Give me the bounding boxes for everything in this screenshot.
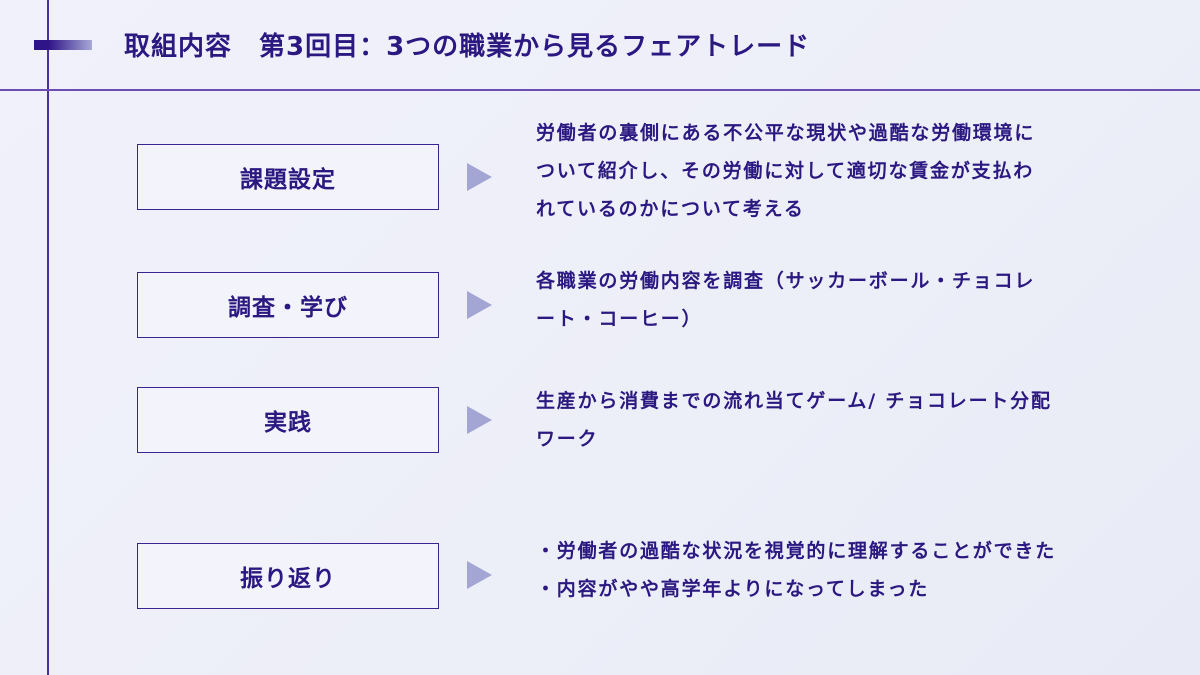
description-line: ・労働者の過酷な状況を視覚的に理解することができた <box>536 540 1057 562</box>
arrow-right-icon <box>467 291 492 319</box>
step-box-research: 調査・学び <box>137 272 439 338</box>
step-box-issue: 課題設定 <box>137 144 439 210</box>
description-line: ワーク <box>536 428 599 450</box>
arrow-right-icon <box>467 561 492 589</box>
description-line: ート・コーヒー） <box>536 308 703 330</box>
arrow-right-icon <box>467 406 492 434</box>
title-accent-bar <box>34 40 92 50</box>
description-line: れているのかについて考える <box>536 198 805 220</box>
page-title: 取組内容 第3回目：3つの職業から見るフェアトレード <box>124 32 811 62</box>
header-divider <box>0 89 1200 91</box>
description-line: 生産から消費までの流れ当てゲーム/ チョコレート分配 <box>536 390 1052 412</box>
vertical-divider <box>47 0 49 675</box>
step-description-reflection: ・労働者の過酷な状況を視覚的に理解することができた ・内容がやや高学年よりになっ… <box>536 532 1056 608</box>
description-line: 各職業の労働内容を調査（サッカーボール・チョコレ <box>536 270 1036 292</box>
description-line: ついて紹介し、その労働に対して適切な賃金が支払わ <box>536 160 1035 182</box>
step-description-practice: 生産から消費までの流れ当てゲーム/ チョコレート分配 ワーク <box>536 382 1052 458</box>
step-box-practice: 実践 <box>137 387 439 453</box>
arrow-right-icon <box>467 163 492 191</box>
step-box-reflection: 振り返り <box>137 543 439 609</box>
step-description-issue: 労働者の裏側にある不公平な現状や過酷な労働環境に ついて紹介し、その労働に対して… <box>536 114 1035 228</box>
description-line: 労働者の裏側にある不公平な現状や過酷な労働環境に <box>536 122 1036 144</box>
step-description-research: 各職業の労働内容を調査（サッカーボール・チョコレ ート・コーヒー） <box>536 262 1035 338</box>
description-line: ・内容がやや高学年よりになってしまった <box>536 578 930 600</box>
